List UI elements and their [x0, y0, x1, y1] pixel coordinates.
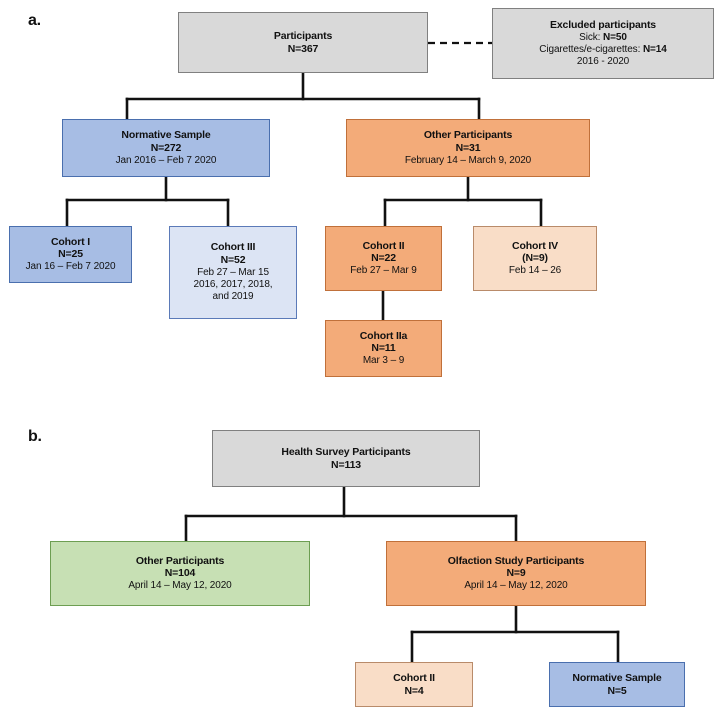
- node-dates: April 14 – May 12, 2020: [128, 580, 232, 592]
- node-excluded-cigarettes: Cigarettes/e-cigarettes: N=14: [539, 43, 667, 56]
- node-normative-sample[interactable]: Normative Sample N=272 Jan 2016 – Feb 7 …: [62, 119, 270, 177]
- node-dates: Mar 3 – 9: [362, 355, 405, 367]
- excluded-cig-label: Cigarettes/e-cigarettes:: [539, 43, 643, 55]
- node-dates-line-2: 2016, 2017, 2018,: [193, 279, 273, 291]
- node-dates: Feb 27 – Mar 9: [350, 265, 417, 277]
- node-count: (N=9): [522, 252, 548, 265]
- node-count: N=367: [287, 42, 319, 55]
- node-dates: Feb 14 – 26: [508, 265, 562, 277]
- node-dates: February 14 – March 9, 2020: [404, 154, 532, 166]
- node-cohort-ii-b[interactable]: Cohort II N=4: [355, 662, 473, 707]
- node-title: Cohort IIa: [359, 329, 408, 342]
- node-dates-line-3: and 2019: [212, 291, 254, 303]
- node-dates: Jan 16 – Feb 7 2020: [25, 261, 116, 273]
- node-dates: April 14 – May 12, 2020: [464, 580, 568, 592]
- node-title: Cohort III: [210, 241, 256, 254]
- excluded-sick-value: N=50: [603, 31, 627, 43]
- node-title: Normative Sample: [572, 671, 662, 684]
- node-cohort-ii-a[interactable]: Cohort II N=22 Feb 27 – Mar 9: [325, 226, 442, 291]
- node-dates-line-1: Feb 27 – Mar 15: [197, 267, 269, 279]
- node-count: N=104: [164, 567, 196, 580]
- node-normative-sample-b[interactable]: Normative Sample N=5: [549, 662, 685, 707]
- node-title: Cohort II: [393, 671, 435, 684]
- node-health-survey-participants[interactable]: Health Survey Participants N=113: [212, 430, 480, 487]
- node-title: Excluded participants: [550, 18, 656, 31]
- excluded-cig-value: N=14: [642, 43, 667, 55]
- node-cohort-iia[interactable]: Cohort IIa N=11 Mar 3 – 9: [325, 320, 442, 377]
- node-participants[interactable]: Participants N=367: [178, 12, 428, 73]
- node-title: Olfaction Study Participants: [447, 554, 585, 567]
- node-excluded-dates: 2016 - 2020: [576, 55, 630, 67]
- node-title: Health Survey Participants: [281, 445, 411, 458]
- node-count: N=52: [220, 254, 246, 267]
- node-count: N=113: [331, 458, 361, 471]
- node-title: Cohort II: [362, 239, 405, 252]
- node-title: Other Participants: [135, 554, 225, 567]
- node-title: Cohort I: [50, 235, 91, 248]
- excluded-sick-label: Sick:: [579, 31, 604, 43]
- node-count: N=4: [404, 684, 424, 697]
- panel-label-a: a.: [28, 12, 41, 29]
- node-count: N=22: [371, 252, 396, 265]
- node-olfaction-study-participants[interactable]: Olfaction Study Participants N=9 April 1…: [386, 541, 646, 606]
- node-count: N=11: [371, 342, 396, 355]
- node-other-participants-a[interactable]: Other Participants N=31 February 14 – Ma…: [346, 119, 590, 177]
- node-count: N=272: [150, 141, 182, 154]
- node-excluded-sick: Sick: N=50: [579, 32, 627, 44]
- node-count: N=31: [455, 141, 481, 154]
- node-cohort-iii[interactable]: Cohort III N=52 Feb 27 – Mar 15 2016, 20…: [169, 226, 297, 319]
- node-other-participants-b[interactable]: Other Participants N=104 April 14 – May …: [50, 541, 310, 606]
- panel-label-b: b.: [28, 428, 42, 445]
- node-title: Participants: [273, 29, 333, 42]
- node-count: N=9: [506, 567, 526, 580]
- node-title: Normative Sample: [121, 129, 211, 142]
- node-count: N=5: [607, 684, 627, 697]
- node-count: N=25: [58, 248, 83, 261]
- node-cohort-iv[interactable]: Cohort IV (N=9) Feb 14 – 26: [473, 226, 597, 291]
- node-dates: Jan 2016 – Feb 7 2020: [115, 154, 217, 166]
- node-title: Other Participants: [423, 129, 513, 142]
- node-title: Cohort IV: [512, 239, 558, 252]
- node-cohort-i[interactable]: Cohort I N=25 Jan 16 – Feb 7 2020: [9, 226, 132, 283]
- node-excluded-participants[interactable]: Excluded participants Sick: N=50 Cigaret…: [492, 8, 714, 79]
